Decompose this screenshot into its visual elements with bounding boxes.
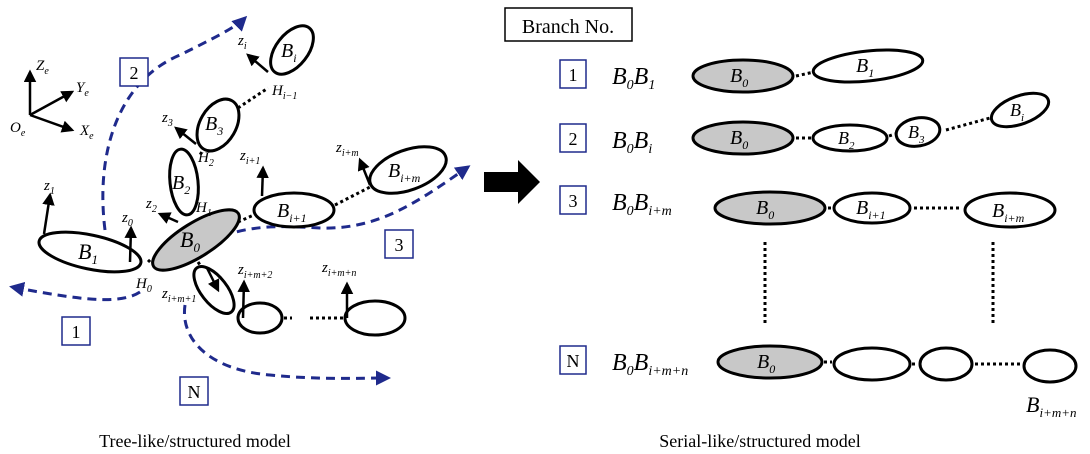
svg-text:2: 2	[569, 129, 578, 149]
svg-text:3: 3	[395, 235, 404, 255]
svg-text:zi+m+n: zi+m+n	[321, 260, 356, 279]
svg-text:z2: z2	[145, 196, 157, 215]
svg-text:z0: z0	[121, 210, 133, 229]
svg-text:N: N	[188, 382, 201, 402]
svg-text:N: N	[567, 351, 580, 371]
body-B1: B1	[37, 230, 143, 274]
svg-text:B3: B3	[205, 113, 223, 138]
svg-text:B1: B1	[856, 55, 874, 80]
branch-box-3: 3	[384, 229, 414, 259]
svg-text:B0: B0	[730, 127, 748, 152]
body-B0: B0	[151, 208, 241, 272]
branch-box-1: 1	[61, 316, 91, 346]
svg-text:B2: B2	[172, 172, 190, 197]
svg-text:1: 1	[569, 65, 578, 85]
z-labels: z0 z1 z2 z3 zi zi+1 zi+m zi+m+1 zi+m+2 z…	[43, 33, 359, 305]
body-i+m+n	[343, 299, 407, 337]
joint-labels: H0 H1 H2 Hi−1	[135, 83, 297, 295]
serial-row-1: 1 B0B1 B0 B1	[559, 48, 925, 94]
svg-text:zi+m+2: zi+m+2	[237, 262, 272, 281]
branch-box-N: N	[179, 376, 209, 406]
svg-text:Xe: Xe	[79, 123, 94, 142]
tree-caption: Tree-like/structured model	[99, 431, 291, 451]
svg-text:B0Bi: B0Bi	[612, 128, 652, 157]
svg-text:H0: H0	[135, 276, 152, 295]
svg-text:Ze: Ze	[36, 58, 49, 77]
body-B2: B2	[168, 147, 200, 217]
svg-text:zi: zi	[237, 33, 247, 52]
svg-text:B0Bi+m: B0Bi+m	[612, 190, 672, 219]
branch-path-N	[182, 304, 391, 386]
svg-text:B1: B1	[78, 239, 98, 267]
svg-text:Bi+1: Bi+1	[856, 197, 886, 222]
serial-row-2: 2 B0Bi B0 B2 B3 Bi	[559, 91, 1051, 157]
body-Bi+m: Bi+m	[368, 145, 448, 195]
body-i+m+1	[192, 265, 236, 315]
serial-row-N: N B0Bi+m+n B0 Bi+m+n	[559, 344, 1078, 420]
svg-text:B0: B0	[180, 227, 200, 255]
svg-text:2: 2	[130, 63, 139, 83]
svg-text:Hi−1: Hi−1	[271, 83, 297, 102]
svg-text:B3: B3	[908, 122, 925, 146]
svg-text:H2: H2	[197, 150, 214, 169]
svg-text:Oe: Oe	[10, 120, 26, 139]
svg-text:zi+1: zi+1	[239, 148, 260, 167]
branch-path-1	[9, 281, 141, 302]
branch-path-2	[101, 15, 248, 231]
body-i+m+2	[236, 301, 284, 335]
svg-text:Bi+m+n: Bi+m+n	[1026, 392, 1077, 420]
svg-text:1: 1	[72, 322, 81, 342]
serial-model: Branch No. 1 B0B1 B0 B1 2 B0Bi B0 B2 B3	[504, 7, 1078, 451]
svg-text:Branch No.: Branch No.	[522, 16, 614, 38]
svg-text:Bi+m: Bi+m	[992, 200, 1025, 225]
svg-text:Ye: Ye	[76, 80, 89, 99]
tree-model: Ze Ye Xe Oe B1 B0 B2	[9, 15, 471, 451]
svg-text:B0: B0	[757, 351, 775, 376]
branch-path-3	[194, 165, 471, 250]
svg-text:Bi: Bi	[1010, 100, 1024, 124]
svg-text:3: 3	[569, 191, 578, 211]
serial-row-3: 3 B0Bi+m B0 Bi+1 Bi+m	[559, 185, 1057, 229]
branch-no-header: Branch No.	[504, 7, 633, 42]
svg-text:B0: B0	[730, 65, 748, 90]
svg-text:z3: z3	[161, 110, 173, 129]
svg-text:zi+m: zi+m	[335, 140, 359, 159]
svg-text:B0: B0	[756, 197, 774, 222]
svg-text:B0Bi+m+n: B0Bi+m+n	[612, 350, 688, 379]
svg-text:Bi: Bi	[281, 40, 297, 65]
svg-text:z1: z1	[43, 178, 55, 197]
transform-arrow	[484, 160, 540, 204]
body-B3: B3	[195, 97, 241, 153]
svg-text:Bi+m: Bi+m	[388, 160, 421, 185]
serial-caption: Serial-like/structured model	[659, 431, 860, 451]
branch-box-2: 2	[119, 57, 149, 87]
body-Bi+1: Bi+1	[252, 191, 336, 229]
global-axes: Ze Ye Xe Oe	[10, 58, 94, 142]
svg-text:B0B1: B0B1	[612, 64, 655, 93]
svg-text:B2: B2	[838, 128, 855, 152]
svg-text:zi+m+1: zi+m+1	[161, 286, 196, 305]
svg-text:H1: H1	[195, 200, 212, 219]
svg-text:Bi+1: Bi+1	[277, 200, 307, 225]
body-Bi: Bi	[269, 24, 315, 76]
